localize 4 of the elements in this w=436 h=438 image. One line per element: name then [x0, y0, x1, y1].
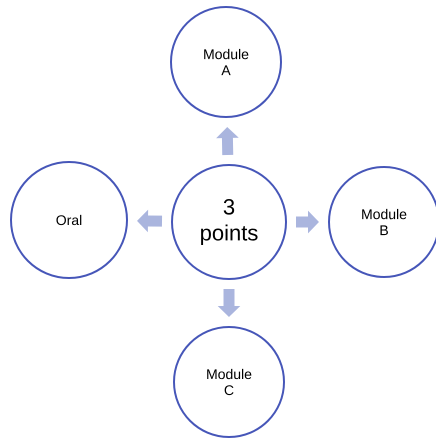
circle-node: Module C	[173, 326, 285, 438]
circle-node: Oral	[10, 161, 128, 279]
circle-node: Module A	[170, 6, 282, 118]
circle-node: 3 points	[171, 164, 287, 280]
